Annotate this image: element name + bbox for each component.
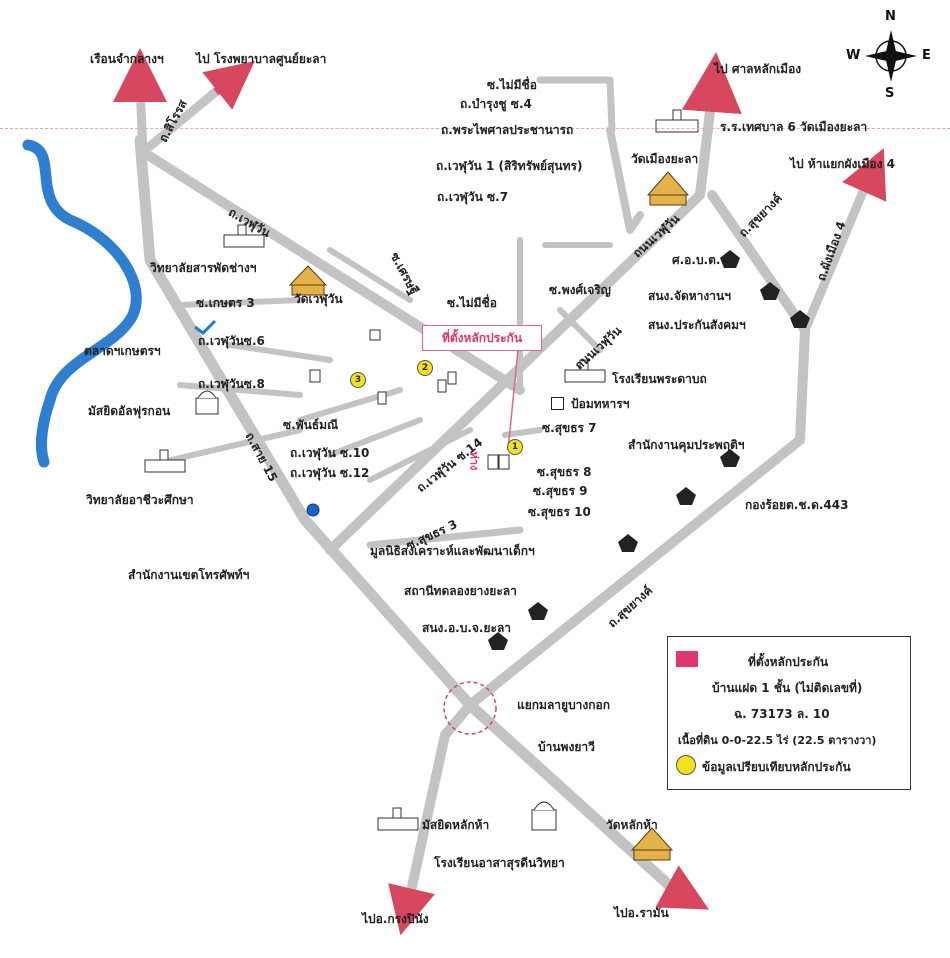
legend-line1: บ้านแฝด 1 ชั้น (ไม่ติดเลขที่) bbox=[712, 681, 863, 695]
label-phrakhabot: โรงเรียนพระดาบถ bbox=[612, 372, 707, 386]
road-kaset3 bbox=[177, 297, 303, 308]
arrow-lakmueang bbox=[681, 52, 742, 115]
road-wat bbox=[536, 76, 616, 134]
talat-icon bbox=[194, 319, 217, 335]
road-soi12 bbox=[367, 427, 473, 483]
legend-comparable-swatch bbox=[676, 755, 696, 775]
label-school6: ร.ร.เทศบาล 6 วัดเมืองยะลา bbox=[720, 120, 868, 134]
label-probation: สำนักงานคุมประพฤติฯ bbox=[628, 438, 745, 452]
telecom-marker bbox=[306, 503, 320, 517]
road-vocational bbox=[147, 427, 303, 468]
garuda-icon bbox=[488, 250, 810, 650]
label-sukhon9: ซ.สุขธร 9 bbox=[533, 484, 588, 498]
label-asa-school: โรงเรียนอาสาสุรดีนวิทยา bbox=[434, 856, 565, 870]
road-settee bbox=[327, 247, 413, 303]
label-prison: เรือนจำกลางฯ bbox=[90, 52, 164, 66]
label-phraphisan: ถ.พระไพศาลประชานารถ bbox=[441, 123, 574, 137]
road-soi10 bbox=[327, 417, 423, 458]
legend-line4: ข้อมูลเปรียบเทียบหลักประกัน bbox=[702, 760, 851, 774]
label-wat-mueang: วัดเมืองยะลา bbox=[631, 152, 699, 166]
compass-n: N bbox=[885, 9, 896, 24]
label-wat-lakha: วัดหลักห้า bbox=[606, 818, 658, 832]
label-talat: ตลาดฯเกษตรฯ bbox=[84, 344, 161, 358]
road-phraphisan bbox=[606, 126, 644, 234]
label-sukhon7: ซ.สุขธร 7 bbox=[542, 421, 597, 435]
label-to-lakmueang: ไป ศาลหลักเมือง bbox=[714, 62, 802, 76]
label-to-raman: ไปอ.รามัน bbox=[614, 906, 669, 920]
school-icon bbox=[144, 109, 699, 831]
compass-e: E bbox=[922, 48, 931, 63]
road-sukhayang bbox=[465, 190, 810, 710]
label-social: สนง.ประกันสังคมฯ bbox=[648, 318, 746, 332]
label-ortt: ศ.อ.บ.ต. bbox=[672, 253, 721, 267]
label-rubber: สถานีทดลองยางยะลา bbox=[404, 584, 517, 598]
compass-s: S bbox=[885, 86, 895, 101]
label-foundation: มูลนิธิสงเคราะห์และพัฒนาเด็กฯ bbox=[370, 544, 535, 558]
label-wephuwan12: ถ.เวฬุวัน ซ.12 bbox=[290, 466, 370, 480]
label-wephuwan1: ถ.เวฬุวัน 1 (สิริทรัพย์สุนทร) bbox=[436, 159, 583, 173]
temple-icon bbox=[288, 171, 690, 861]
river bbox=[22, 139, 142, 468]
road-soi8 bbox=[177, 382, 303, 398]
arrow-hospital bbox=[202, 61, 255, 110]
label-wephuwan10: ถ.เวฬุวัน ซ.10 bbox=[290, 446, 370, 460]
legend-box: ที่ตั้งหลักประกัน บ้านแฝด 1 ชั้น (ไม่ติด… bbox=[667, 636, 911, 790]
legend-title: ที่ตั้งหลักประกัน bbox=[748, 655, 829, 669]
label-wephuwan8: ถ.เวฬุวันซ.8 bbox=[198, 377, 265, 391]
label-tech-college: วิทยาลัยสารพัดช่างฯ bbox=[150, 261, 257, 275]
legend-subject-swatch bbox=[676, 651, 698, 667]
junction-circle bbox=[443, 681, 497, 735]
label-voc-college: วิทยาลัยอาชีวะศึกษา bbox=[86, 493, 194, 507]
arrow-krong bbox=[388, 883, 435, 936]
road-sukhon3 bbox=[366, 526, 524, 549]
comparable-marker-3: 3 bbox=[350, 372, 366, 388]
compass-icon bbox=[865, 30, 917, 82]
label-kaset3: ซ.เกษตร 3 bbox=[196, 296, 255, 310]
road-sukhon7 bbox=[502, 427, 543, 438]
comparable-marker-2: 2 bbox=[417, 360, 433, 376]
label-chom-rob: ซ.ไม่มีชื่อ bbox=[487, 78, 537, 92]
label-no-name-2: ซ.ไม่มีชื่อ bbox=[447, 296, 497, 310]
label-hospital: ไป โรงพยาบาลศูนย์ยะลา bbox=[196, 52, 327, 66]
building-blocks bbox=[309, 329, 510, 470]
arrow-raman bbox=[655, 865, 709, 910]
compass-w: W bbox=[846, 48, 861, 63]
subject-label: ที่ตั้งหลักประกัน bbox=[422, 325, 542, 351]
legend-line2: ฉ. 73173 ล. 10 bbox=[734, 707, 830, 721]
road-phongcharoen bbox=[557, 307, 603, 353]
label-to-krong: ไปอ.กรงปินัง bbox=[362, 912, 429, 926]
label-mosque: มัสยิดอัลฟุรกอน bbox=[88, 404, 171, 418]
label-wephuwan7: ถ.เวฬุวัน ซ.7 bbox=[437, 190, 509, 204]
label-telecom: สำนักงานเขตโทรศัพท์ฯ bbox=[128, 568, 250, 582]
label-bumrung4: ถ.บำรุงชู ซ.4 bbox=[460, 97, 532, 111]
legend-line3: เนื้อที่ดิน 0-0-22.5 ไร่ (22.5 ตารางวา) bbox=[678, 734, 877, 747]
label-sorbo: สนง.อ.บ.จ.ยะลา bbox=[422, 621, 512, 635]
road-krong bbox=[403, 700, 475, 910]
subject-pointer bbox=[507, 349, 519, 451]
label-junction: แยกมลายูบางกอก bbox=[517, 698, 611, 712]
label-mosque2: มัสยิดหลักห้า bbox=[422, 818, 490, 832]
road-sai15 bbox=[134, 134, 686, 901]
label-labor: สนง.จัดหางานฯ bbox=[648, 289, 731, 303]
road-soi6 bbox=[227, 342, 333, 363]
checkpoint-icon bbox=[551, 397, 564, 410]
label-wat-wephuwan: วัดเวฬุวัน bbox=[294, 292, 343, 306]
label-pomm: ป้อมทหารฯ bbox=[571, 397, 630, 411]
label-ban-phong: บ้านพงยาวี bbox=[538, 740, 595, 754]
label-wephuwan6: ถ.เวฬุวันซ.6 bbox=[198, 334, 265, 348]
boundary-line bbox=[0, 128, 950, 129]
comparable-marker-1: 1 bbox=[507, 439, 523, 455]
label-phongcharoen: ซ.พงศ์เจริญ bbox=[549, 283, 611, 297]
label-battalion: กองร้อยต.ช.ด.443 bbox=[745, 498, 849, 512]
label-phanthamani: ซ.พันธ์มณี bbox=[283, 418, 339, 432]
label-to-phangmueang: ไป ห้าแยกผังเมือง 4 bbox=[790, 157, 896, 171]
label-sukhon8: ซ.สุขธร 8 bbox=[537, 465, 592, 479]
arrow-phangmueang bbox=[842, 148, 887, 202]
mosque-icon bbox=[195, 390, 557, 831]
label-sukhon10: ซ.สุขธร 10 bbox=[528, 505, 591, 519]
road-lakmueang bbox=[695, 90, 717, 200]
